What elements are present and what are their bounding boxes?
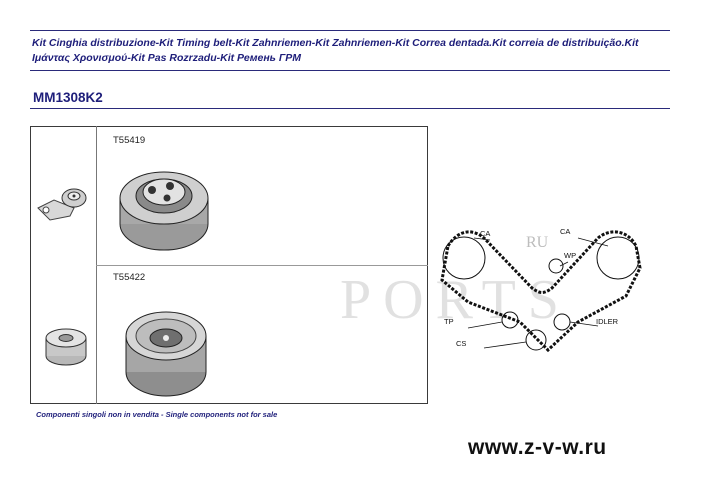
single-components-note: Componenti singoli non in vendita - Sing…: [36, 410, 278, 419]
label-ca-right: CA: [560, 227, 570, 236]
idler-thumbnail-icon: [45, 328, 87, 366]
label-cs: CS: [456, 339, 466, 348]
top-rule: [30, 30, 670, 31]
label-wp: WP: [564, 251, 576, 260]
part-number-t55419: T55419: [113, 135, 146, 146]
label-ca-left: CA: [480, 229, 490, 238]
website-link[interactable]: www.z-v-w.ru: [468, 436, 607, 459]
part-number-t55422: T55422: [113, 272, 146, 283]
label-idler: IDLER: [596, 317, 619, 326]
tensioner-roller-icon: [119, 171, 209, 251]
kit-code: MM1308K2: [33, 90, 103, 105]
label-tp: TP: [444, 317, 454, 326]
kit-title: Kit Cinghia distribuzione-Kit Timing bel…: [32, 37, 639, 64]
components-box-row-divider: [96, 265, 428, 266]
timing-belt-diagram: CA CA WP TP IDLER CS: [440, 227, 642, 353]
watermark-sub: RU: [526, 234, 549, 251]
tensioner-thumbnail-icon: [37, 188, 87, 221]
idler-pulley-icon: [125, 311, 207, 397]
code-rule: [30, 108, 670, 109]
title-rule: [30, 70, 670, 71]
